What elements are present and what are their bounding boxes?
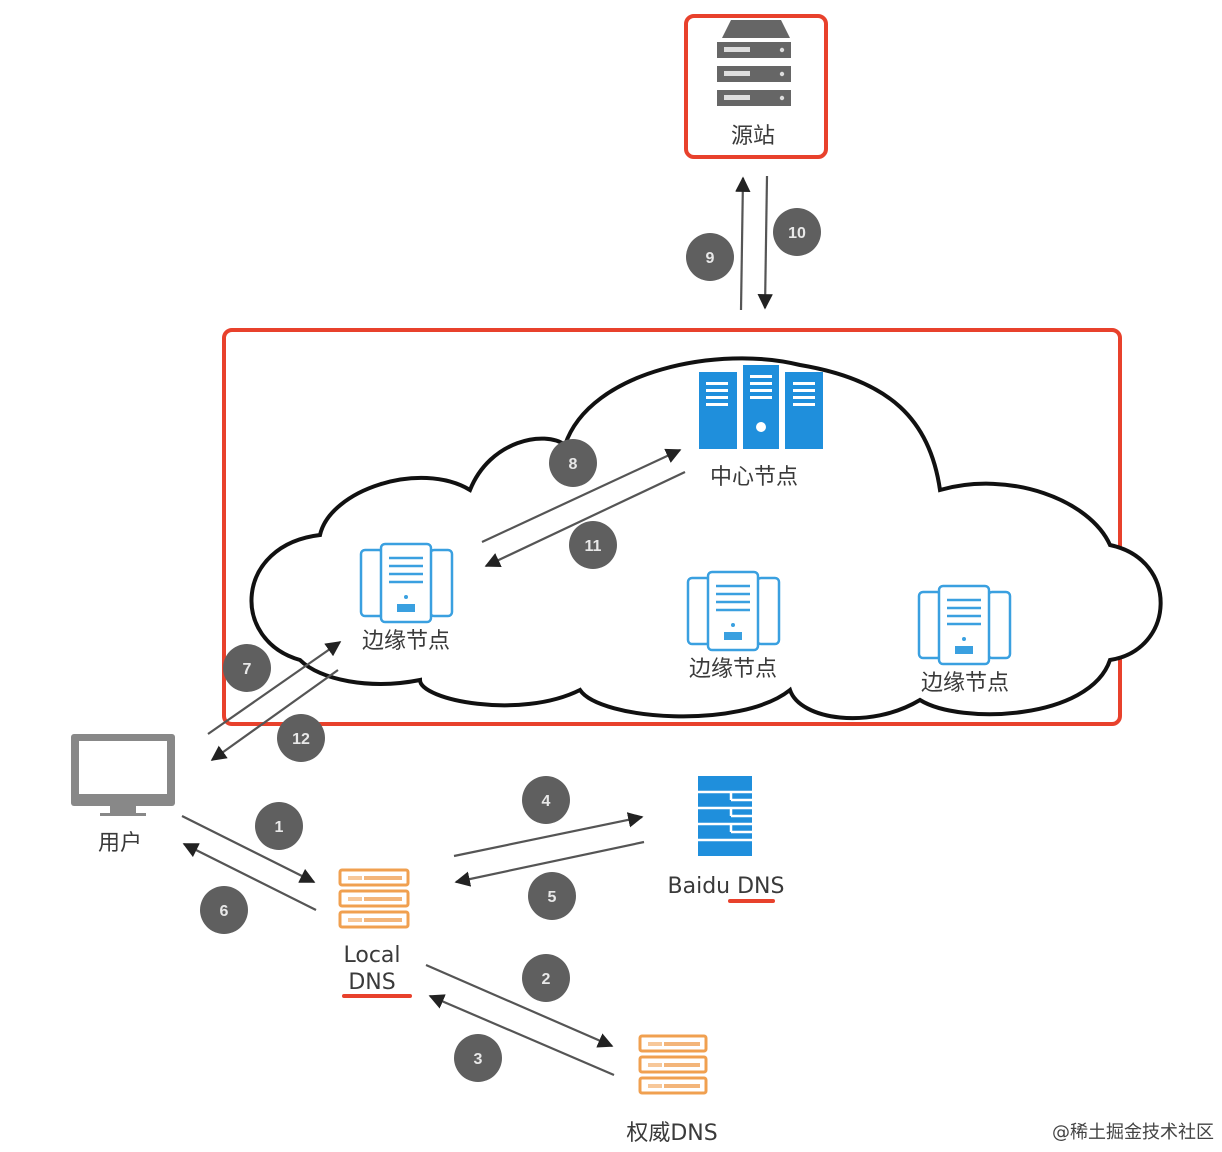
center-node-label: 中心节点 — [710, 465, 798, 490]
server-rack-icon — [717, 20, 791, 106]
auth-dns-label: 权威DNS — [626, 1121, 717, 1146]
step-badge-6: 6 — [200, 886, 248, 934]
arrow-step-5 — [454, 840, 645, 887]
arrow-step-3 — [428, 994, 615, 1077]
edge-server-icon — [917, 584, 1012, 666]
dns-server-icon — [698, 776, 752, 856]
baidu-dns-label: Baidu DNS — [668, 874, 785, 899]
edge-server-icon — [686, 570, 781, 652]
step-badge-9: 9 — [686, 233, 734, 281]
svg-text:1: 1 — [275, 819, 284, 836]
arrow-step-1 — [181, 815, 316, 883]
arrow-step-11 — [484, 471, 686, 568]
server-cluster-icon — [699, 365, 823, 449]
svg-text:10: 10 — [788, 225, 806, 242]
step-badge-7: 7 — [223, 644, 271, 692]
step-badge-1: 1 — [255, 802, 303, 850]
arrow-step-12 — [210, 669, 339, 761]
origin-highlight-box — [684, 14, 828, 159]
user-label: 用户 — [98, 831, 142, 856]
arrow-step-10 — [757, 175, 773, 310]
svg-text:8: 8 — [569, 456, 578, 473]
step-badge-2: 2 — [522, 954, 570, 1002]
local-dns-label-line1: Local — [343, 943, 400, 968]
dns-server-icon — [638, 1034, 708, 1095]
baidu-dns-label-prefix: Baidu — [668, 874, 738, 899]
arrow-step-7 — [207, 641, 342, 735]
svg-text:6: 6 — [220, 903, 229, 920]
svg-text:4: 4 — [542, 793, 551, 810]
step-badge-5: 5 — [528, 872, 576, 920]
edge-node-2-label: 边缘节点 — [689, 657, 777, 682]
step-badge-12: 12 — [277, 714, 325, 762]
step-badge-11: 11 — [569, 521, 617, 569]
dns-server-icon — [338, 868, 410, 929]
svg-text:5: 5 — [548, 889, 557, 906]
edge-server-icon — [359, 542, 454, 624]
svg-text:9: 9 — [706, 250, 715, 267]
edge-node-1-label: 边缘节点 — [362, 629, 450, 654]
svg-text:7: 7 — [243, 661, 252, 678]
monitor-icon — [71, 734, 175, 816]
svg-text:12: 12 — [292, 731, 310, 748]
arrow-step-6 — [182, 843, 317, 911]
arrow-step-2 — [425, 963, 614, 1048]
step-badge-4: 4 — [522, 776, 570, 824]
arrow-step-9 — [735, 176, 751, 311]
svg-text:3: 3 — [474, 1051, 483, 1068]
baidu-dns-label-dns: DNS — [737, 874, 784, 899]
cdn-cloud — [249, 356, 1163, 721]
step-badge-8: 8 — [549, 439, 597, 487]
arrow-step-4 — [453, 812, 644, 858]
watermark: @稀土掘金技术社区 — [1052, 1122, 1214, 1143]
cdn-highlight-box — [222, 328, 1122, 726]
edge-node-3-label: 边缘节点 — [921, 671, 1009, 696]
step-badge-3: 3 — [454, 1034, 502, 1082]
svg-text:11: 11 — [585, 538, 602, 555]
svg-text:2: 2 — [542, 971, 551, 988]
origin-label: 源站 — [731, 124, 775, 149]
local-dns-label-line2: DNS — [348, 970, 395, 995]
arrow-step-8 — [481, 448, 682, 543]
step-badge-10: 10 — [773, 208, 821, 256]
